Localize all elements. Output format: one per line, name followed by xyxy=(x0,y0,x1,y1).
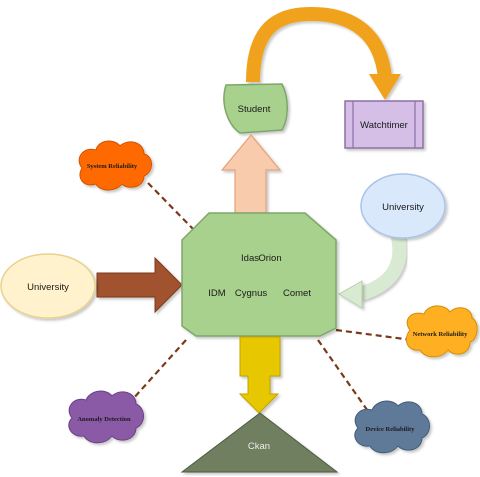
watchtimer-label: Watchtimer xyxy=(360,120,408,131)
hub-label-idas: Idas xyxy=(241,253,259,264)
university-left-label: University xyxy=(27,282,69,293)
university-to-hub-arrow xyxy=(96,256,183,314)
cloud-device-reliability: Device Reliability xyxy=(354,400,430,454)
system-reliability-label: System Reliability xyxy=(87,163,138,170)
ckan-node: Ckan xyxy=(180,412,339,473)
cloud-icon xyxy=(354,400,430,454)
anomaly-detection-label: Anomaly Detection xyxy=(77,416,131,423)
cloud-anomaly-detection: Anomaly Detection xyxy=(68,390,144,444)
device-reliability-label: Device Reliability xyxy=(366,426,416,433)
hub-label-cygnus: Cygnus xyxy=(235,288,267,299)
network-reliability-label: Network Reliability xyxy=(413,331,468,338)
university-right-to-hub-arrow xyxy=(338,227,407,309)
student-node: Student xyxy=(223,83,288,134)
cloud-network-reliability: Network Reliability xyxy=(405,305,478,358)
connector-network-reliability xyxy=(335,328,413,342)
hub-label-idm: IDM xyxy=(208,288,226,299)
connector-anomaly-detection xyxy=(131,339,187,401)
university-left-node: University xyxy=(0,253,96,319)
cloud-system-reliability: System Reliability xyxy=(78,140,152,191)
hub-label-comet: Comet xyxy=(283,288,311,299)
student-label: Student xyxy=(238,104,271,115)
dashed-connectors xyxy=(131,182,413,415)
cloud-icon xyxy=(68,390,144,444)
cloud-icon xyxy=(78,140,152,191)
connector-device-reliability xyxy=(317,339,371,415)
hub-node: Idas Orion IDM Cygnus Comet xyxy=(181,212,337,337)
hub-to-ckan-arrow xyxy=(238,336,281,414)
hub-label-orion: Orion xyxy=(258,253,281,264)
watchtimer-node: Watchtimer xyxy=(344,100,424,149)
university-right-label: University xyxy=(382,202,424,213)
hub-to-student-arrow xyxy=(220,134,282,214)
ckan-label: Ckan xyxy=(248,441,270,452)
cloud-icon xyxy=(405,305,478,358)
student-to-watchtimer-arrow xyxy=(246,6,401,100)
connector-system-reliability xyxy=(147,182,197,233)
university-right-node: University xyxy=(360,173,446,239)
